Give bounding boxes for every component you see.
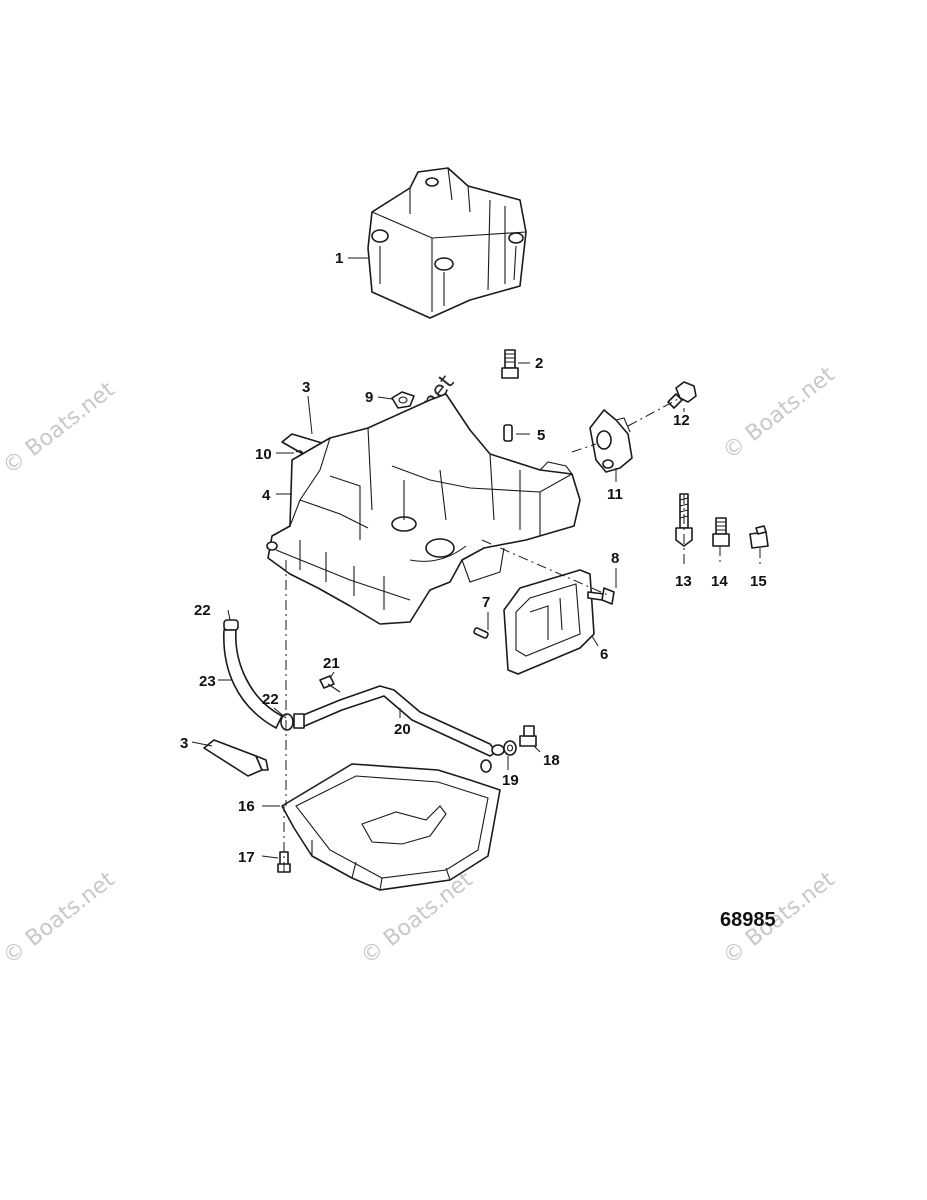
callout-7: 7 — [482, 594, 490, 611]
part-14-short-bolt — [712, 517, 730, 547]
watermark-left-mid: © Boats.net — [0, 377, 120, 480]
part-6-baffle-plate — [503, 569, 595, 675]
callout-22-upper: 22 — [194, 602, 211, 619]
callout-21: 21 — [323, 655, 340, 672]
callout-18: 18 — [543, 752, 560, 769]
callout-labels: 1 2 3 9 5 10 4 11 12 8 13 14 15 7 6 22 2… — [180, 250, 767, 866]
part-20-oil-pipe — [293, 685, 505, 757]
callout-3-upper: 3 — [302, 379, 310, 396]
callout-17: 17 — [238, 849, 255, 866]
callout-13: 13 — [675, 573, 692, 590]
part-23-hose — [223, 629, 283, 729]
callout-23: 23 — [199, 673, 216, 690]
callout-11: 11 — [607, 486, 623, 503]
part-12-bolt — [667, 381, 697, 409]
callout-14: 14 — [711, 573, 728, 590]
figure-number: 68985 — [720, 909, 776, 931]
callout-1: 1 — [335, 250, 343, 267]
callout-12: 12 — [673, 412, 690, 429]
part-2-screw — [501, 349, 519, 379]
part-8-bolt — [587, 587, 615, 605]
leader-lines — [191, 257, 685, 859]
part-5-dowel-pin — [503, 424, 513, 442]
callout-10: 10 — [255, 446, 272, 463]
part-11-bracket — [589, 409, 633, 473]
callout-6: 6 — [600, 646, 608, 663]
part-16-oil-pan — [281, 763, 501, 891]
callout-2: 2 — [535, 355, 543, 372]
callout-8: 8 — [611, 550, 619, 567]
part-4-crankcase — [266, 393, 581, 625]
part-22-clamp-lower — [280, 713, 294, 731]
callout-16: 16 — [238, 798, 255, 815]
part-1-cylinder-block — [367, 167, 527, 319]
part-21-bolt — [319, 675, 341, 693]
callout-15: 15 — [750, 573, 767, 590]
callout-20: 20 — [394, 721, 411, 738]
callout-3-lower: 3 — [180, 735, 188, 752]
part-19-washer — [480, 740, 517, 773]
alignment-lines — [283, 397, 761, 872]
callout-4: 4 — [262, 487, 271, 504]
callout-19: 19 — [502, 772, 519, 789]
callout-22-lower: 22 — [262, 691, 279, 708]
callout-5: 5 — [537, 427, 545, 444]
callout-9: 9 — [365, 389, 373, 406]
part-7-pin — [473, 627, 489, 639]
part-18-drain-bolt — [519, 725, 537, 747]
part-15-fitting — [749, 525, 769, 549]
part-9-gasket — [391, 391, 415, 409]
part-3-sealant-tube-lower — [203, 739, 269, 777]
watermark-right-mid: © Boats.net — [718, 362, 839, 465]
part-22-clamp-upper — [223, 619, 239, 631]
watermark-left-low: © Boats.net — [0, 867, 120, 970]
